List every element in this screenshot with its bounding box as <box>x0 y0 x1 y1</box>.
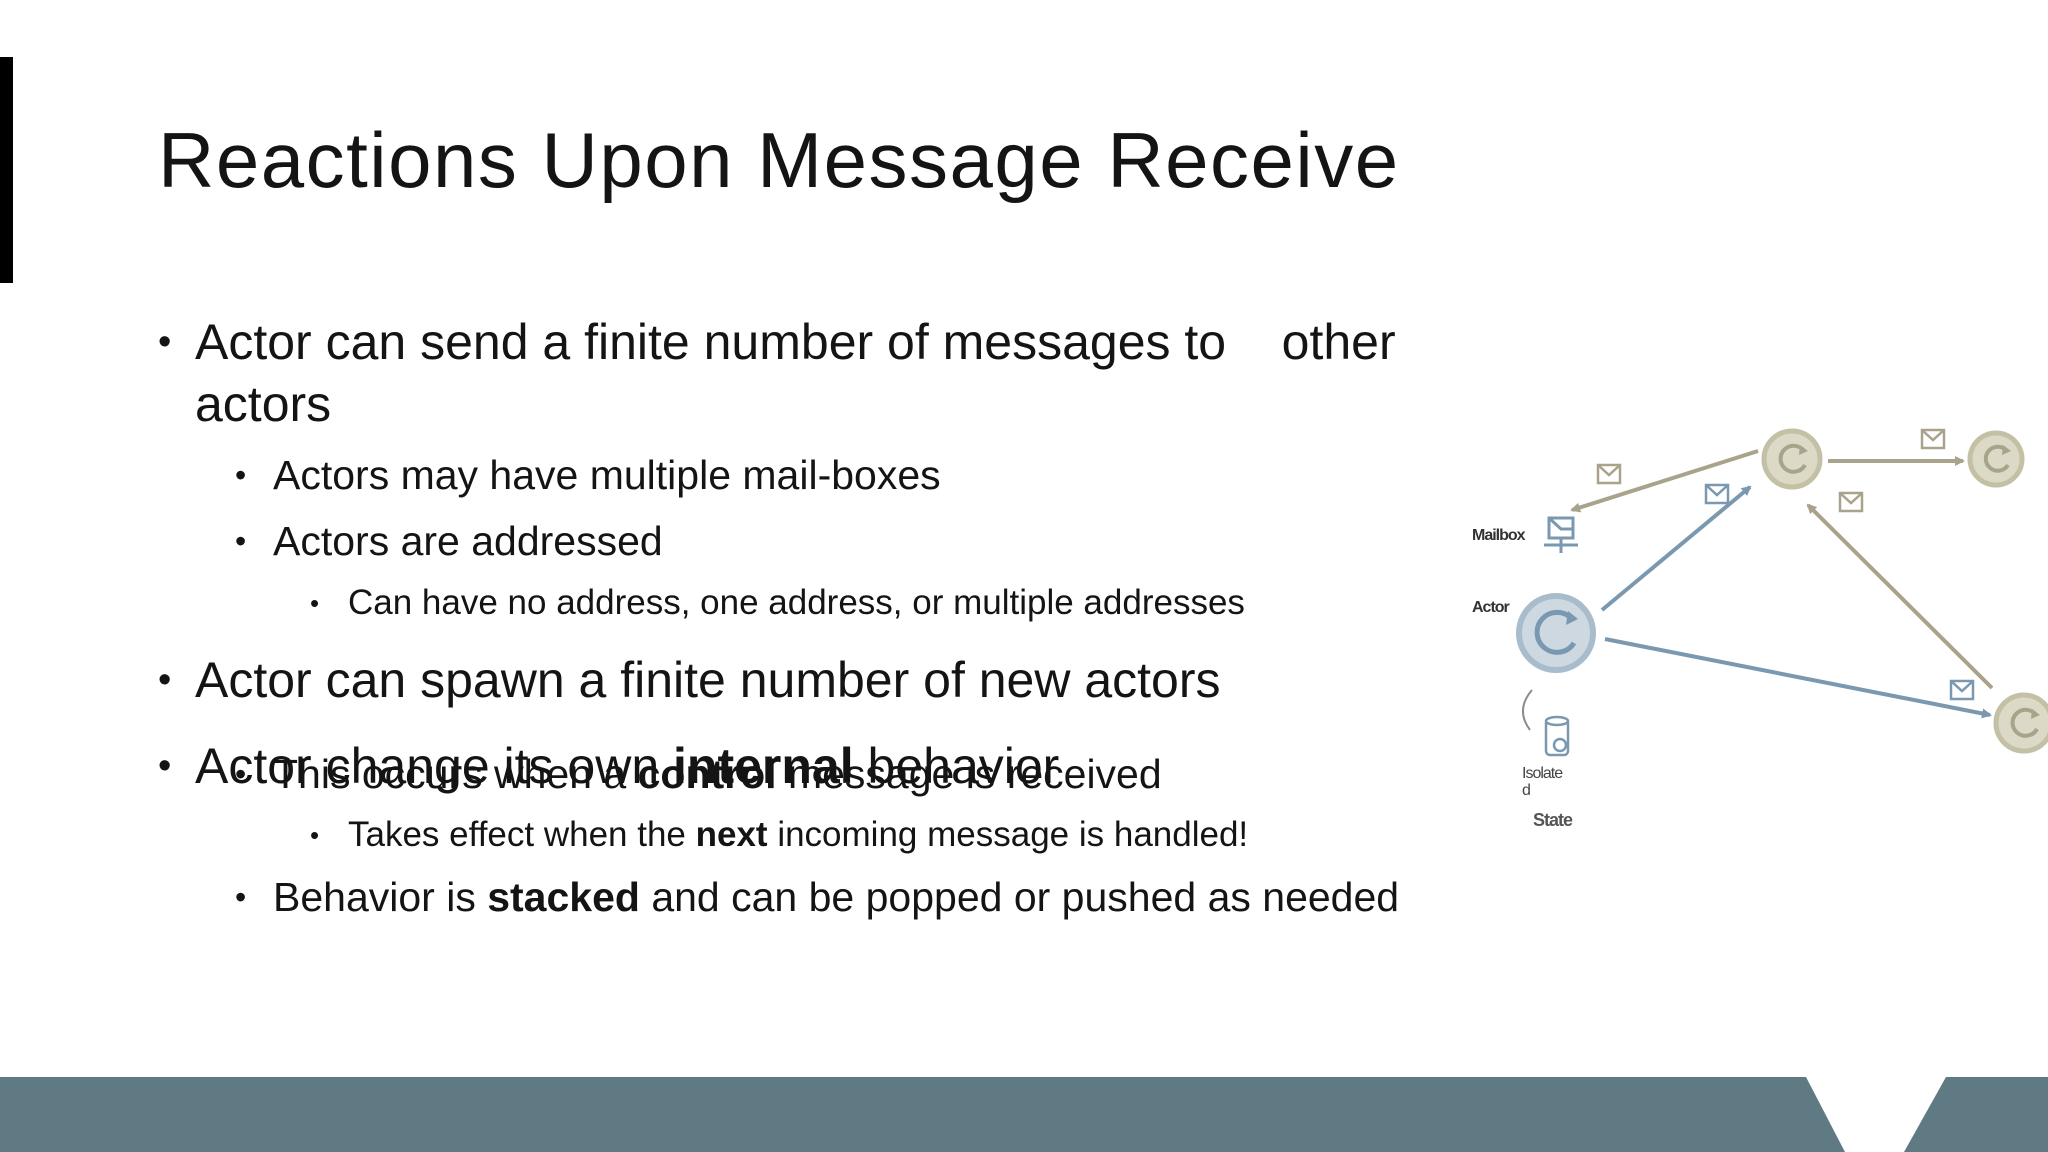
sub-bullet-stacked-behavior: • Behavior is stacked and can be popped … <box>235 871 1399 923</box>
bullet-text: Takes effect when the next incoming mess… <box>348 815 1249 854</box>
actor-node-icon <box>1967 430 2025 488</box>
bullet-text-continued: actors <box>195 376 332 432</box>
arrow-actor-to-node-c <box>1604 637 1992 719</box>
actor-node-icon <box>1993 692 2048 754</box>
arrow-node-c-to-node-a <box>1806 503 1994 690</box>
bullet-dot-icon: • <box>158 659 172 701</box>
envelope-icon <box>1838 491 1864 513</box>
envelope-icon <box>1949 679 1975 701</box>
sub-bullet-mailboxes: • Actors may have multiple mail-boxes <box>235 449 941 501</box>
label-isolated: Isolate <box>1522 765 1563 782</box>
bullet-text: Behavior is stacked and can be popped or… <box>273 874 1400 920</box>
bold-stacked: stacked <box>487 874 640 920</box>
envelope-icon <box>1596 463 1622 485</box>
label-mailbox: Mailbox <box>1472 527 1526 544</box>
database-icon <box>1544 715 1570 757</box>
actor-node-icon <box>1761 428 1823 490</box>
label-isolated-cont: d <box>1522 782 1531 799</box>
bullet-text: Actors are addressed <box>273 518 663 564</box>
state-link-curve <box>1522 689 1533 731</box>
bullet-text: Actor change its own internal behavior <box>195 738 1060 794</box>
bold-control: control <box>637 751 777 797</box>
envelope-icon <box>1704 483 1730 505</box>
bullet-change-behavior: • Actor change its own internal behavior <box>158 735 1059 797</box>
sub-sub-bullet-address-options: • Can have no address, one address, or m… <box>310 581 1245 625</box>
bullet-dot-icon: • <box>158 321 172 363</box>
bullet-text: Can have no address, one address, or mul… <box>348 583 1245 622</box>
bullet-dot-icon: • <box>235 756 247 792</box>
label-state: State <box>1533 810 1573 830</box>
sub-bullet-addressed: • Actors are addressed <box>235 515 663 567</box>
mailbox-icon <box>1544 516 1578 553</box>
footer-band <box>0 1077 2048 1152</box>
footer-band-left <box>0 1077 1845 1152</box>
arrow-node-to-mailbox <box>1570 449 1759 513</box>
slide-title: Reactions Upon Message Receive <box>158 116 1400 204</box>
sub-sub-bullet-next-message: • Takes effect when the next incoming me… <box>310 813 1248 857</box>
envelope-icon <box>1920 428 1946 450</box>
sub-bullet-control-message: • This occurs when a control message is … <box>235 748 1162 800</box>
title-accent-bar <box>0 57 13 283</box>
actor-model-diagram: Mailbox Actor Isolate d State <box>1472 428 2048 830</box>
bullet-text: Actor can send a finite number of messag… <box>195 314 1396 370</box>
bullet-spawn-actors: • Actor can spawn a finite number of new… <box>158 649 1221 711</box>
bold-internal: internal <box>673 738 854 794</box>
bullet-dot-icon: • <box>310 588 320 618</box>
bullet-text: This occurs when a control message is re… <box>273 751 1162 797</box>
bullet-dot-icon: • <box>235 879 247 915</box>
arrow-actor-to-node-a <box>1600 485 1752 612</box>
bullet-dot-icon: • <box>310 820 320 850</box>
actor-node-icon <box>1516 593 1596 673</box>
bold-next: next <box>695 815 768 854</box>
bullet-dot-icon: • <box>235 523 247 559</box>
bullet-dot-icon: • <box>235 457 247 493</box>
label-actor: Actor <box>1472 599 1510 616</box>
footer-band-right <box>1904 1077 2048 1152</box>
bullet-send-messages: • Actor can send a finite number of mess… <box>158 311 1396 435</box>
bullet-dot-icon: • <box>158 745 172 787</box>
bullet-text: Actors may have multiple mail-boxes <box>273 452 941 498</box>
bullet-text: Actor can spawn a finite number of new a… <box>195 652 1221 708</box>
